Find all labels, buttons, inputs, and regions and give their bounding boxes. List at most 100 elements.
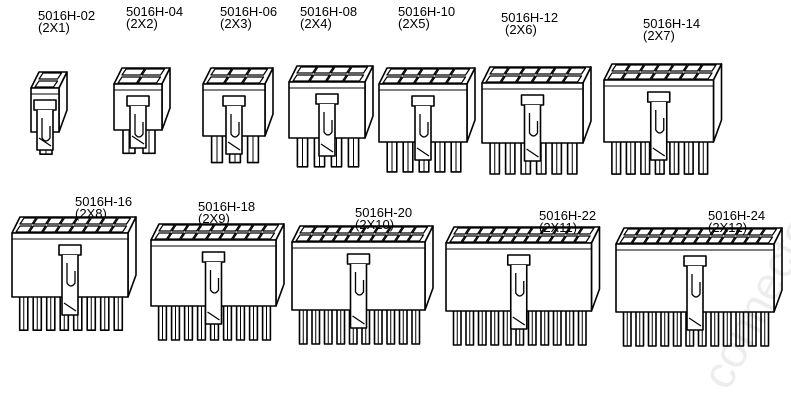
cavity: [636, 72, 655, 80]
cavity: [623, 228, 640, 236]
cavity: [311, 226, 329, 234]
cavity: [524, 235, 541, 243]
cavity: [499, 235, 516, 243]
cavity: [313, 66, 335, 74]
cavity: [206, 76, 229, 84]
cavity: [640, 64, 659, 72]
cavity: [228, 68, 251, 76]
side-face: [275, 223, 285, 307]
cavity: [625, 64, 645, 72]
cavity: [295, 234, 312, 242]
cavity: [450, 68, 471, 76]
cavity: [536, 235, 554, 243]
cavity: [374, 226, 391, 234]
cavity: [109, 225, 128, 233]
cavity: [343, 74, 365, 82]
cavity: [694, 72, 713, 80]
cavity: [461, 235, 479, 243]
cavity: [180, 232, 198, 240]
cavity: [474, 235, 491, 243]
connector-5016H-04: [113, 67, 171, 155]
cavity-grid: [485, 67, 587, 83]
cavity: [669, 64, 688, 72]
cavity: [520, 67, 540, 75]
cavity: [515, 227, 533, 235]
cavity: [19, 217, 37, 225]
latch: [33, 99, 57, 151]
cavity: [535, 67, 556, 75]
cavity: [154, 232, 172, 240]
cavity: [46, 217, 64, 225]
cavity: [679, 72, 699, 80]
cavity: [38, 72, 63, 80]
latch: [346, 253, 371, 329]
cavity-grid: [117, 68, 166, 84]
cavity: [349, 226, 366, 234]
cavity: [299, 226, 316, 234]
cavity: [382, 76, 403, 84]
side-face: [424, 225, 434, 311]
cavity: [565, 227, 583, 235]
cavity: [206, 232, 224, 240]
cavity: [386, 226, 404, 234]
cavity-grid: [154, 224, 280, 240]
cavity: [631, 236, 649, 244]
cavity: [453, 227, 470, 235]
cavity: [748, 228, 765, 236]
cavity: [42, 225, 60, 233]
cavity-grid: [449, 227, 595, 243]
cavity: [395, 234, 412, 242]
cavity: [551, 67, 571, 75]
cavity: [669, 236, 686, 244]
cavity: [478, 227, 495, 235]
cavity: [574, 235, 591, 243]
label-5016H-12: 5016H-12(2X6): [501, 10, 559, 37]
cavity: [486, 235, 504, 243]
cavity: [656, 236, 674, 244]
cavity: [528, 227, 545, 235]
cavity: [665, 72, 684, 80]
side-face: [127, 216, 137, 298]
cavity: [193, 232, 211, 240]
cavity: [547, 75, 567, 83]
cavity: [635, 228, 653, 236]
cavity: [158, 224, 176, 232]
connector-5016H-20: [291, 225, 434, 345]
connector-5016H-06: [202, 67, 274, 164]
cavity: [345, 234, 362, 242]
connector-5016H-22: [445, 226, 601, 346]
cavity: [210, 224, 228, 232]
cavity: [141, 68, 166, 76]
cavity: [500, 75, 521, 83]
cavity-grid: [292, 66, 369, 82]
cavity: [681, 236, 699, 244]
cavity: [184, 224, 202, 232]
latch: [520, 94, 545, 162]
label-5016H-16: 5016H-16(2X8): [75, 194, 133, 221]
cavity: [449, 235, 466, 243]
cavity: [245, 232, 263, 240]
cavity: [694, 236, 711, 244]
cavity: [698, 228, 715, 236]
cavity: [553, 227, 570, 235]
cavity: [731, 236, 749, 244]
connector-5016H-14: [603, 63, 723, 175]
latch: [646, 91, 671, 161]
cavity: [621, 72, 641, 80]
cavity: [504, 67, 525, 75]
cavity: [485, 75, 505, 83]
cavity: [719, 236, 736, 244]
cavity: [330, 66, 352, 74]
cavity: [531, 75, 552, 83]
latch: [201, 251, 226, 325]
cavity: [706, 236, 724, 244]
cavity: [698, 64, 717, 72]
cavity: [756, 236, 774, 244]
cavity: [15, 225, 33, 233]
cavity: [86, 217, 105, 225]
connector-5016H-12: [481, 66, 592, 175]
cavity: [760, 228, 778, 236]
latch: [126, 95, 150, 149]
cavity: [673, 228, 690, 236]
cavity: [113, 217, 132, 225]
